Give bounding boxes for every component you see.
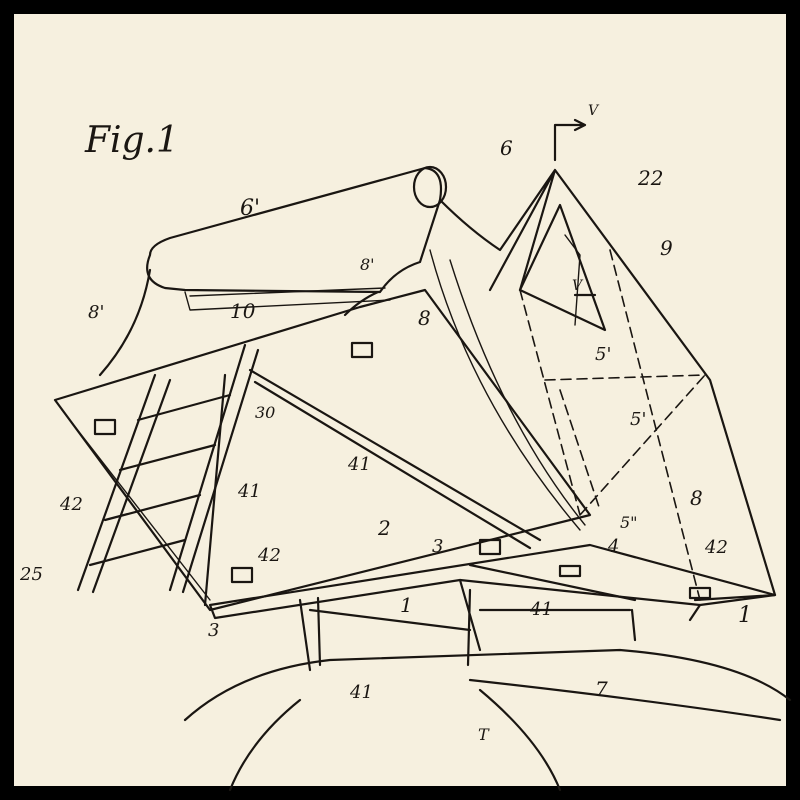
label-V-section: V [572, 278, 584, 294]
label-8-prime-b: 8' [88, 302, 104, 323]
vehicle-roof [183, 648, 792, 792]
struts [203, 368, 542, 607]
label-8-prime-a: 8' [360, 255, 375, 274]
label-42-c: 42 [257, 545, 281, 566]
tent-shell-lid [53, 288, 592, 612]
label-1-a: 1 [400, 593, 413, 617]
label-41-c: 41 [349, 682, 373, 703]
label-V-top: V [588, 103, 600, 119]
label-42-a: 42 [59, 494, 83, 515]
label-41-b: 41 [237, 481, 261, 502]
label-8-a: 8 [418, 306, 431, 330]
roof-bars [298, 588, 637, 672]
label-5-prime-b: 5' [630, 409, 646, 430]
label-22: 22 [637, 166, 663, 190]
label-2: 2 [377, 516, 391, 540]
label-4: 4 [607, 536, 619, 557]
label-T: T [478, 725, 490, 744]
label-1-b: 1 [738, 603, 752, 628]
label-6-prime: 6' [240, 196, 260, 221]
label-5-double-prime: 5" [620, 513, 638, 532]
folded-cover-roll [98, 165, 448, 377]
reference-labels: Fig.1 6' 6 V 22 9 8' 8' 10 8 5' 5' 30 41… [19, 103, 752, 744]
label-30: 30 [255, 403, 275, 422]
section-arrows [553, 118, 597, 297]
label-9: 9 [660, 236, 673, 260]
tent-roof [429, 168, 777, 602]
ladder [76, 343, 260, 594]
mount-brackets [93, 341, 712, 600]
label-10: 10 [230, 299, 256, 323]
label-6: 6 [500, 136, 513, 160]
figure-title: Fig.1 [84, 120, 179, 161]
label-42-b: 42 [704, 537, 728, 558]
label-3-a: 3 [432, 536, 443, 557]
label-3-b: 3 [208, 620, 219, 641]
label-5-prime-a: 5' [595, 344, 611, 365]
label-41-a: 41 [347, 454, 371, 475]
label-25: 25 [19, 564, 43, 585]
label-41-d: 41 [529, 599, 553, 620]
label-7: 7 [595, 677, 608, 701]
label-8-b: 8 [690, 486, 703, 510]
